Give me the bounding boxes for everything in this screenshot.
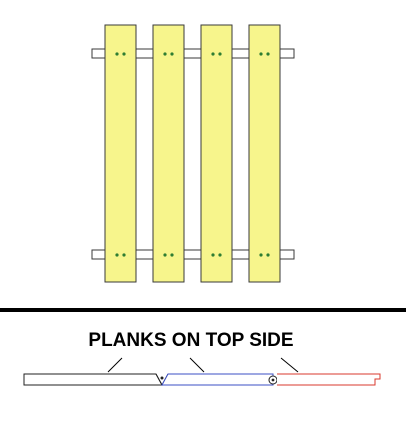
- screw-dot: [170, 52, 174, 56]
- top-view: [91, 24, 295, 283]
- pivot-inner: [271, 378, 275, 382]
- screw-dot: [163, 253, 167, 257]
- screw-dot: [122, 253, 126, 257]
- screw-dot: [266, 253, 270, 257]
- screw-dot: [259, 52, 263, 56]
- caption-label: PLANKS ON TOP SIDE: [88, 330, 294, 351]
- plank-4: [248, 24, 281, 283]
- rail-bottom: [91, 249, 295, 260]
- screw-dot: [211, 253, 215, 257]
- plank-1: [104, 24, 137, 283]
- side-plank-black: [23, 373, 163, 386]
- screw-dot: [115, 253, 119, 257]
- leader-line-middle: [189, 357, 205, 373]
- screw-dot: [266, 52, 270, 56]
- rail-top: [91, 48, 295, 59]
- side-view: [23, 373, 381, 387]
- leader-line-right: [280, 357, 299, 373]
- plank-3: [200, 24, 233, 283]
- side-plank-blue: [161, 373, 274, 386]
- leader-lines: [107, 357, 299, 373]
- side-plank-red: [277, 373, 381, 386]
- screw-dot: [163, 52, 167, 56]
- screw-dot: [218, 253, 222, 257]
- screw-dot: [259, 253, 263, 257]
- screw-dot: [122, 52, 126, 56]
- screw-dot: [211, 52, 215, 56]
- screw-dot: [218, 52, 222, 56]
- leader-line-left: [107, 357, 123, 373]
- screw-dot: [170, 253, 174, 257]
- plank-2: [152, 24, 185, 283]
- screw-dot: [115, 52, 119, 56]
- joint-pin: [160, 376, 164, 380]
